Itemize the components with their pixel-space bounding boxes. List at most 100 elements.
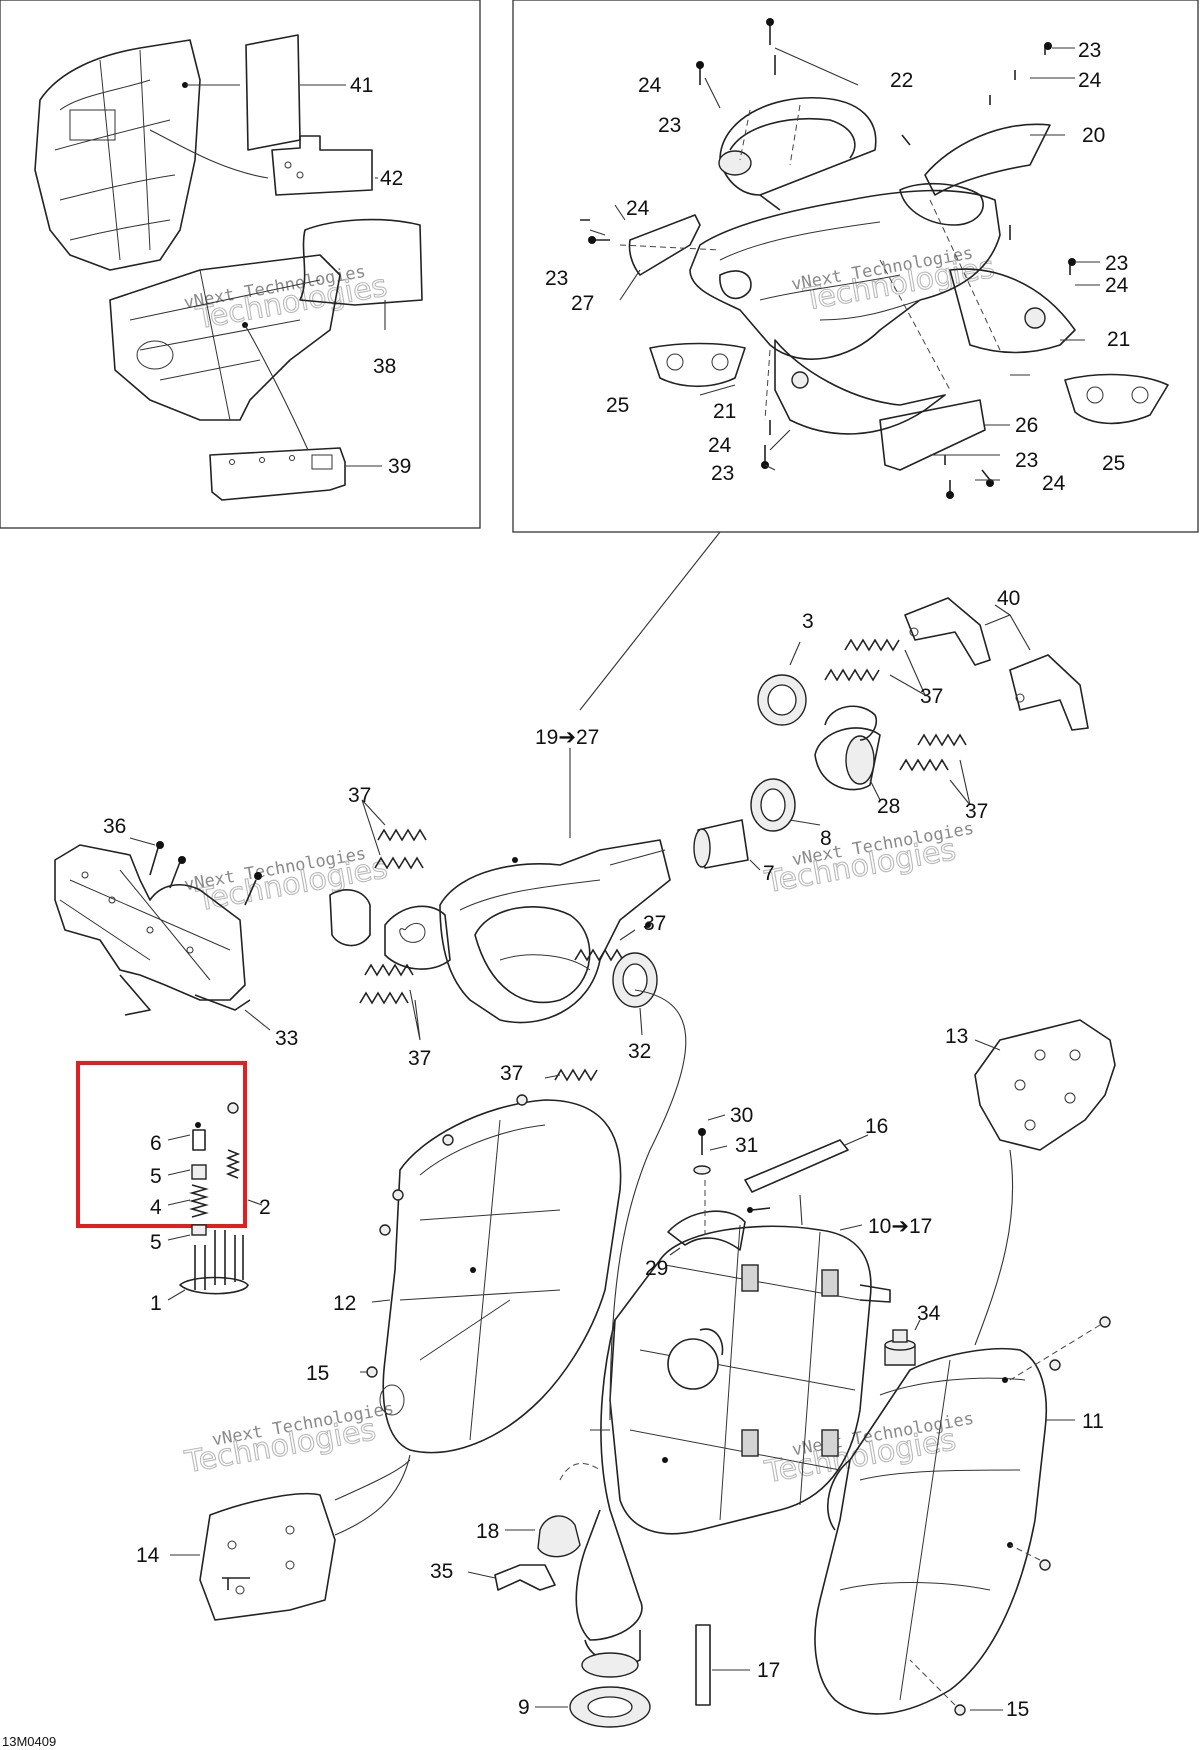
left-inset-parts xyxy=(34,34,423,501)
leader-line xyxy=(914,1319,921,1331)
grommet xyxy=(516,1094,528,1106)
plate-14 xyxy=(199,1492,336,1621)
callout-15: 15 xyxy=(1006,1698,1029,1721)
callout-33: 33 xyxy=(275,1027,298,1050)
manifold-bolt xyxy=(645,922,651,928)
callout-24: 24 xyxy=(1042,472,1066,495)
callout-23: 23 xyxy=(711,462,734,485)
leader-line xyxy=(707,1114,728,1151)
clamp-inner xyxy=(760,788,786,822)
pad-42 xyxy=(271,135,373,196)
spring-2 xyxy=(225,1149,241,1179)
washer-31 xyxy=(693,1165,711,1175)
hull-anchor-dot xyxy=(182,82,188,88)
grommet xyxy=(1049,1359,1061,1371)
leader-line xyxy=(789,779,881,826)
leader-line xyxy=(970,1419,1075,1711)
hull-opening xyxy=(69,109,116,141)
leader-line xyxy=(639,1007,643,1036)
strip-17 xyxy=(695,1624,711,1706)
outlet-clamp xyxy=(699,1328,724,1356)
gasket-plate-25-right xyxy=(1064,373,1169,425)
bolt-head xyxy=(588,236,596,244)
callout-23: 23 xyxy=(1105,252,1128,275)
bolt-head xyxy=(696,61,704,69)
gasket-hole xyxy=(711,353,729,371)
gasket-plate-25-left xyxy=(649,342,746,388)
silencer-half-12 xyxy=(382,1099,622,1454)
callout-5: 5 xyxy=(150,1231,162,1254)
callout-13: 13 xyxy=(945,1025,968,1048)
bolts xyxy=(580,20,1071,495)
vent-cover-detail xyxy=(129,269,321,421)
callout-11: 11 xyxy=(1082,1410,1104,1433)
muffler-outlet xyxy=(667,1338,719,1390)
callout-24: 24 xyxy=(1078,69,1102,92)
grommet-15 xyxy=(954,1704,966,1716)
grommet xyxy=(442,1134,454,1146)
leader-line xyxy=(167,1134,263,1301)
bracket-hole xyxy=(1015,693,1025,703)
foot-stem xyxy=(892,1329,908,1343)
gasket-hole xyxy=(1131,386,1149,404)
bracket-40-a xyxy=(904,597,991,666)
leader-line xyxy=(170,1454,411,1556)
pad-hole xyxy=(289,455,295,461)
gasket-ring xyxy=(329,889,371,947)
shield-foot xyxy=(119,974,251,1016)
spring-37 xyxy=(374,856,424,870)
bolt-head xyxy=(1044,42,1052,50)
right-inset-parts xyxy=(580,18,1169,499)
callout-12: 12 xyxy=(333,1292,356,1315)
sleeve-end xyxy=(693,828,711,868)
leader-line xyxy=(974,1039,1014,1346)
callout-22: 22 xyxy=(890,69,913,92)
grommet xyxy=(392,1189,404,1201)
plate-hole xyxy=(1069,1049,1081,1061)
pipe-elbow xyxy=(824,705,878,741)
bolt-head xyxy=(1068,258,1076,266)
leader-line xyxy=(984,604,1031,651)
callout-38: 38 xyxy=(373,355,396,378)
manifold-detail xyxy=(459,849,666,971)
silencer-anchor xyxy=(470,1267,476,1273)
callout-18: 18 xyxy=(476,1520,499,1543)
manifold-outer-loop xyxy=(474,906,591,1004)
leader-line xyxy=(889,649,971,806)
leader-line xyxy=(360,1299,391,1373)
plate-hole xyxy=(285,1525,295,1535)
spring-37 xyxy=(377,828,427,842)
plate-13 xyxy=(974,1019,1116,1151)
clip-35 xyxy=(494,1564,556,1591)
heat-pad-41 xyxy=(245,34,301,151)
heat-shield-33 xyxy=(54,844,246,1001)
callout-20: 20 xyxy=(1082,124,1105,147)
bolt-head xyxy=(156,841,164,849)
callout-41: 41 xyxy=(350,74,373,97)
callout-30: 30 xyxy=(730,1104,753,1127)
callout-8: 8 xyxy=(820,827,832,850)
leader-line xyxy=(149,84,386,467)
ring-inner xyxy=(622,963,648,997)
pipe-coupler xyxy=(719,270,752,300)
callout-37: 37 xyxy=(408,1047,431,1070)
leader-line xyxy=(467,1529,535,1579)
mount-base-1 xyxy=(179,1276,249,1295)
shield-21-lower xyxy=(774,339,946,435)
callout-4: 4 xyxy=(150,1196,162,1219)
plate-hole xyxy=(235,1585,245,1595)
pad-cutout xyxy=(311,454,333,470)
callout-23: 23 xyxy=(658,114,681,137)
inset-frame-right xyxy=(512,0,1199,533)
manifold-body xyxy=(689,189,1001,360)
pad-hole xyxy=(259,457,265,463)
shield-hole xyxy=(186,946,194,954)
shield-hole xyxy=(146,926,154,934)
bracket-40-b xyxy=(1009,654,1089,731)
heat-shield-20 xyxy=(924,123,1051,196)
shield-27 xyxy=(628,214,701,276)
plate-hole xyxy=(1034,1049,1046,1061)
callout-3: 3 xyxy=(802,610,814,633)
bolt-head xyxy=(986,479,994,487)
callout-21: 21 xyxy=(1107,328,1130,351)
